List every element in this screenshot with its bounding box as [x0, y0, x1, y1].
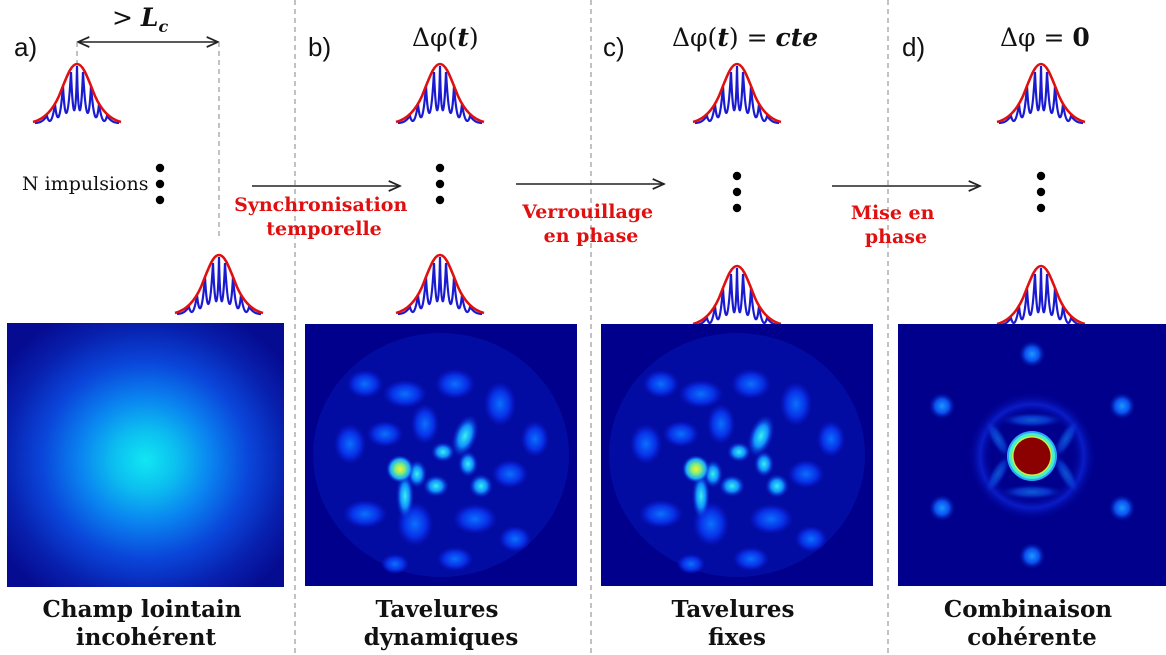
far-field-incoherent: [7, 323, 284, 587]
gaussian-pulse-icon: [691, 62, 783, 125]
dot-ellipsis-icon: [1036, 171, 1046, 213]
equation-b: Δφ(t): [412, 23, 479, 52]
far-field-speckle-dynamic: [305, 324, 577, 586]
gaussian-pulse-icon: [394, 62, 486, 125]
dot-ellipsis-icon: [155, 163, 165, 205]
panel-letter-a: a): [14, 32, 37, 62]
caption-d: Combinaison cohérente: [944, 596, 1120, 651]
dot-ellipsis-icon: [732, 171, 742, 213]
step-label-synchronisation: Synchronisation temporelle: [234, 194, 414, 240]
far-field-coherent: [898, 324, 1166, 586]
caption-b: Tavelures dynamiques: [364, 596, 519, 651]
step-label-verrouillage: Verrouillage en phase: [521, 201, 660, 247]
panel-letter-d: d): [902, 32, 925, 62]
equation-d: Δφ = 0: [1000, 23, 1090, 52]
gaussian-pulse-icon: [691, 264, 783, 327]
caption-c: Tavelures fixes: [672, 596, 803, 651]
coherence-length-label: > Lc: [112, 3, 168, 36]
gaussian-pulse-icon: [31, 62, 123, 125]
gaussian-pulse-icon: [173, 253, 265, 316]
gaussian-pulse-icon: [995, 264, 1087, 327]
gaussian-pulse-icon: [394, 253, 486, 316]
dot-ellipsis-icon: [435, 163, 445, 205]
equation-c: Δφ(t) = cte: [672, 23, 818, 52]
step-label-mise-en-phase: Mise en phase: [851, 202, 941, 248]
pulse-count-label: N impulsions: [22, 173, 149, 195]
panel-letter-b: b): [308, 32, 331, 62]
gaussian-pulse-icon: [995, 62, 1087, 125]
far-field-speckle-fixed: [601, 324, 873, 586]
panel-letter-c: c): [603, 32, 625, 62]
caption-a: Champ lointain incohérent: [43, 596, 250, 651]
